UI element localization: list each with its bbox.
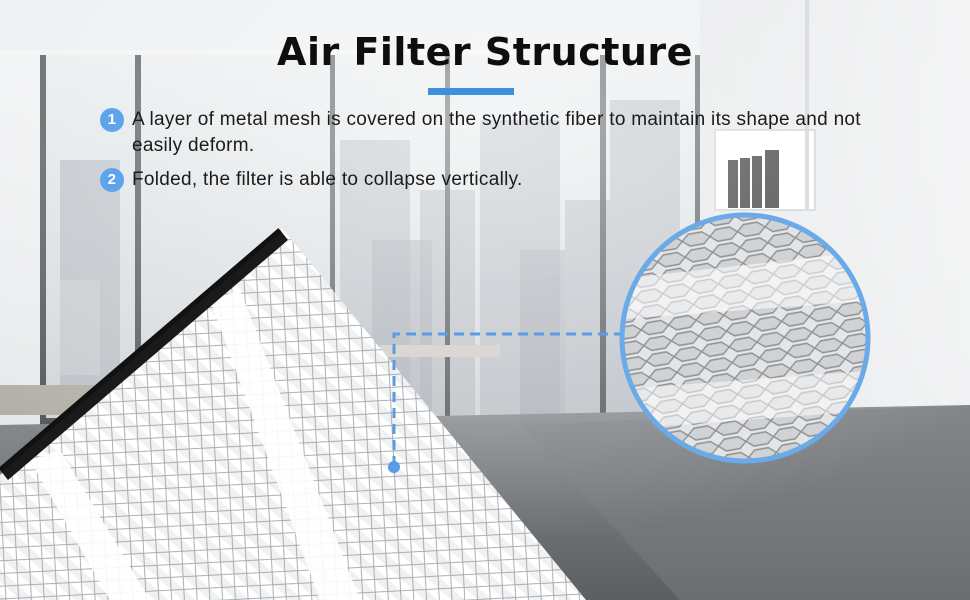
callout-ring <box>619 212 871 464</box>
mesh-closeup <box>622 215 868 461</box>
pleated-filter <box>0 228 586 600</box>
title-underline <box>428 88 514 95</box>
page-title: Air Filter Structure <box>277 30 693 74</box>
feature-item-2: 2 Folded, the filter is able to collapse… <box>100 167 880 193</box>
numbered-circle-icon: 1 <box>100 108 124 132</box>
feature-text-2: Folded, the filter is able to collapse v… <box>132 169 523 190</box>
feature-text-1: A layer of metal mesh is covered on the … <box>132 109 861 156</box>
feature-item-1: 1 A layer of metal mesh is covered on th… <box>100 107 880 159</box>
numbered-circle-icon: 2 <box>100 168 124 192</box>
